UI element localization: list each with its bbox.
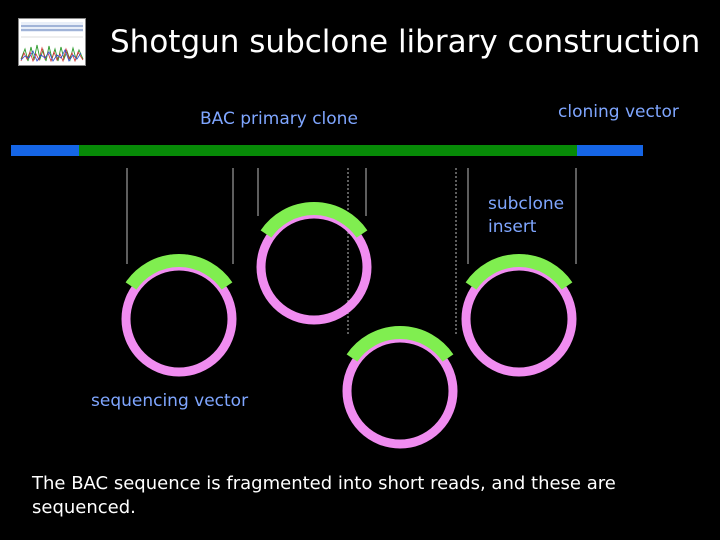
subclone-insert-arc: [260, 202, 368, 238]
bac-primary-clone-label: BAC primary clone: [200, 109, 358, 129]
subclone-insert-arc: [346, 326, 454, 362]
bac-insert-segment: [79, 145, 577, 156]
plasmid-1: [121, 254, 237, 377]
caption-text: The BAC sequence is fragmented into shor…: [32, 473, 616, 518]
fragment-guide-lines: [126, 168, 577, 336]
slide-title: Shotgun subclone library construction: [110, 24, 701, 60]
plasmid-2: [256, 202, 372, 325]
cloning-vector-right-segment: [577, 145, 643, 156]
subclone-insert-label-line2: insert: [488, 217, 537, 237]
subclone-insert-label: subclone insert: [488, 193, 564, 239]
plasmid-3: [342, 326, 458, 449]
sequencing-vector-label: sequencing vector: [91, 391, 249, 411]
subclone-insert-label-line1: subclone: [488, 194, 565, 214]
subclone-insert-arc: [125, 254, 233, 290]
cloning-vector-left-segment: [11, 145, 79, 156]
cloning-vector-label: cloning vector: [558, 102, 679, 122]
subclone-insert-arc: [465, 254, 573, 290]
sequence-trace-thumbnail-icon: [18, 18, 86, 66]
plasmid-4: [461, 254, 577, 377]
